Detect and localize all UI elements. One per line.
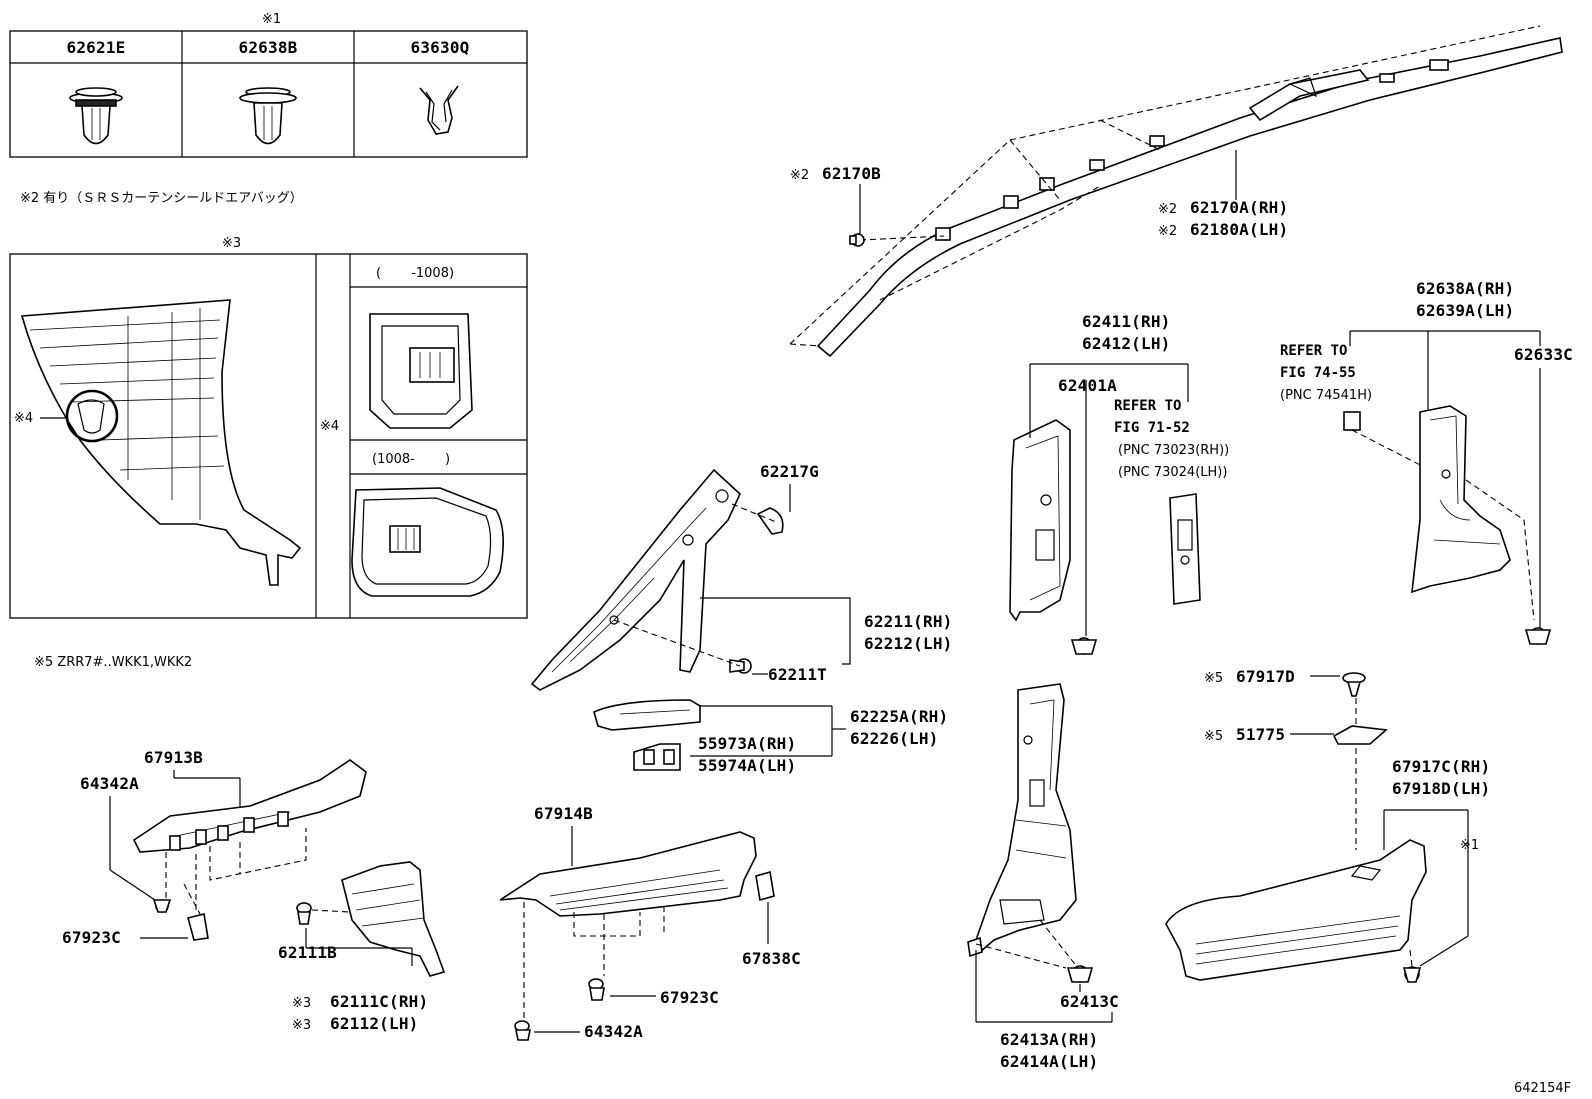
label-67923c-rear: 67923C: [660, 988, 719, 1007]
label-62414a-lh: 62414A(LH): [1000, 1052, 1098, 1071]
label-62170a-rh: 62170A(RH): [1190, 198, 1288, 217]
label-67923c-front: 67923C: [62, 928, 121, 947]
label-62639a-lh: 62639A(LH): [1416, 301, 1514, 320]
label-62411-rh: 62411(RH): [1082, 312, 1171, 331]
detail-box-3: ※3 ( -1008) (1008- ) ※4 ※4: [9, 236, 528, 619]
refer-to-71-52-line3: (PNC 73023(RH)): [1118, 443, 1229, 458]
range-before-1008: ( -1008): [376, 266, 454, 281]
clip-62621e-drawing: [69, 87, 123, 145]
bolt-62170b-drawing: [849, 233, 865, 247]
refer-to-74-55-line1: REFER TO: [1280, 343, 1347, 359]
label-62225a-rh: 62225A(RH): [850, 707, 948, 726]
marker-1-clip: ※1: [1460, 838, 1479, 853]
label-67917c-rh: 67917C(RH): [1392, 757, 1490, 776]
marker-5-67917d: ※5: [1204, 671, 1223, 686]
label-62401a: 62401A: [1058, 376, 1117, 395]
note-3-marker: ※3: [222, 236, 241, 251]
marker-3-62112: ※3: [292, 1018, 311, 1033]
rear-door-scuff-plate-drawing: [499, 831, 775, 1041]
label-67838c: 67838C: [742, 949, 801, 968]
label-62633c: 62633C: [1514, 345, 1573, 364]
note-model-applicability: ※5 ZRR7#..WKK1,WKK2: [34, 655, 192, 670]
label-62111b: 62111B: [278, 943, 337, 962]
note-4-marker-right: ※4: [320, 419, 339, 434]
label-62413c: 62413C: [1060, 992, 1119, 1011]
rear-scuff-plate-drawing: [1165, 839, 1427, 983]
label-62638a-rh: 62638A(RH): [1416, 279, 1514, 298]
label-67917d: 67917D: [1236, 667, 1295, 686]
grommet-late-drawing: [351, 487, 504, 597]
label-67913b: 67913B: [144, 748, 203, 767]
marker-2-62170b: ※2: [790, 168, 809, 183]
refer-to-71-52-line4: (PNC 73024(LH)): [1118, 465, 1227, 480]
range-after-1008: (1008- ): [372, 452, 450, 467]
assist-grip-drawing: [593, 699, 701, 771]
marker-2-62170a: ※2: [1158, 202, 1177, 217]
refer-to-74-55-line3: (PNC 74541H): [1280, 388, 1372, 403]
label-51775: 51775: [1236, 725, 1285, 744]
label-64342a-rear: 64342A: [584, 1022, 643, 1041]
label-62412-lh: 62412(LH): [1082, 334, 1171, 353]
roof-side-rail-drawing: [789, 25, 1563, 358]
refer-to-74-55-line2: FIG 74-55: [1280, 365, 1356, 381]
clip-table: ※1 62621E 62638B 63630Q: [9, 12, 528, 158]
label-62226-lh: 62226(LH): [850, 729, 939, 748]
front-scuff-plate-drawing: [132, 759, 367, 941]
center-pillar-lower-garnish-drawing: [1411, 405, 1552, 645]
label-62112-lh: 62112(LH): [330, 1014, 419, 1033]
cowl-side-trim-drawing: [296, 861, 446, 977]
marker-3-62111c: ※3: [292, 996, 311, 1011]
label-55973a-rh: 55973A(RH): [698, 734, 796, 753]
label-62180a-lh: 62180A(LH): [1190, 220, 1288, 239]
grommet-early-drawing: [369, 313, 473, 429]
clip-62638b-drawing: [239, 87, 297, 145]
marker-5-51775: ※5: [1204, 729, 1223, 744]
note-srs-curtain-airbag: ※2 有り（ＳＲＳカーテンシールドエアバッグ）: [20, 191, 303, 206]
label-62111c-rh: 62111C(RH): [330, 992, 428, 1011]
label-67914b: 67914B: [534, 804, 593, 823]
label-67918d-lh: 67918D(LH): [1392, 779, 1490, 798]
clip-table-marker: ※1: [262, 12, 281, 27]
clip-63630q-drawing: [419, 85, 459, 135]
center-pillar-upper-garnish-drawing: [1009, 419, 1098, 655]
clip-header-63630q: 63630Q: [411, 38, 470, 57]
label-62413a-rh: 62413A(RH): [1000, 1030, 1098, 1049]
refer-to-71-52-line1: REFER TO: [1114, 398, 1181, 414]
label-62211t: 62211T: [768, 665, 827, 684]
label-62170b: 62170B: [822, 164, 881, 183]
marker-2-62180a: ※2: [1158, 224, 1177, 239]
clip-header-62638b: 62638B: [239, 38, 298, 57]
pad-51775-drawing: [1332, 725, 1388, 745]
front-pillar-garnish-drawing: [530, 468, 784, 691]
clip-header-62621e: 62621E: [67, 38, 126, 57]
refer-to-71-52-line2: FIG 71-52: [1114, 420, 1190, 436]
label-64342a-front: 64342A: [80, 774, 139, 793]
label-62211-rh: 62211(RH): [864, 612, 953, 631]
seat-belt-cover-drawing: [1169, 493, 1201, 605]
label-55974a-lh: 55974A(LH): [698, 756, 796, 775]
note-4-marker-left: ※4: [14, 411, 33, 426]
label-62217g: 62217G: [760, 462, 819, 481]
figure-code: 642154F: [1514, 1081, 1571, 1096]
plug-67917d-drawing: [1342, 672, 1366, 697]
quarter-trim-detail-drawing: [20, 299, 302, 586]
label-62212-lh: 62212(LH): [864, 634, 953, 653]
quarter-pillar-garnish-drawing: [967, 683, 1094, 983]
